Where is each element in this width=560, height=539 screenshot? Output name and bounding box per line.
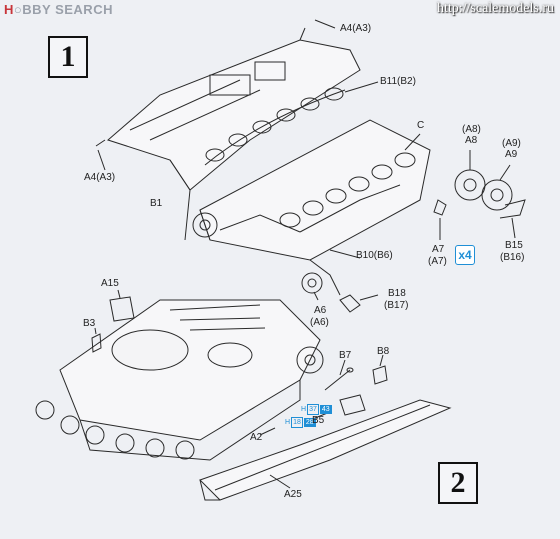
label-b1: B1 — [150, 198, 163, 209]
label-a4-left: A4(A3) — [84, 172, 116, 183]
label-a7-paren: (A7) — [428, 256, 447, 267]
label-a8: A8 — [465, 135, 478, 146]
step-number-1: 1 — [48, 36, 88, 78]
hobby-search-logo: H○BBY SEARCH — [4, 2, 113, 17]
hull-road-wheels — [35, 346, 324, 460]
label-a25: A25 — [284, 489, 302, 500]
label-b7: B7 — [339, 350, 352, 361]
label-a7: A7 — [432, 244, 445, 255]
label-b11: B11(B2) — [380, 76, 416, 87]
label-a9-paren: (A9) — [502, 138, 521, 149]
label-b15: B15 — [505, 240, 523, 251]
label-a4-top: A4(A3) — [340, 23, 372, 34]
label-a15: A15 — [101, 278, 119, 289]
label-b10: B10(B6) — [356, 250, 393, 261]
drive-sprockets — [433, 169, 526, 219]
label-a9: A9 — [505, 149, 518, 160]
label-a6-paren: (A6) — [310, 317, 329, 328]
label-c: C — [417, 120, 425, 131]
site-watermark: http://scalemodels.ru — [436, 1, 554, 16]
lower-road-wheels — [279, 152, 416, 228]
label-a8-paren: (A8) — [462, 124, 481, 135]
upper-road-wheels — [204, 87, 346, 166]
label-b5: B5 — [312, 415, 325, 426]
label-b18: B18 — [388, 288, 406, 299]
label-b16: (B16) — [500, 252, 525, 263]
label-a2: A2 — [250, 432, 263, 443]
label-b8: B8 — [377, 346, 390, 357]
label-b3: B3 — [83, 318, 96, 329]
label-a6: A6 — [314, 305, 327, 316]
quantity-badge: x4 — [455, 245, 475, 265]
step-number-2: 2 — [438, 462, 478, 504]
label-b17: (B17) — [384, 300, 409, 311]
